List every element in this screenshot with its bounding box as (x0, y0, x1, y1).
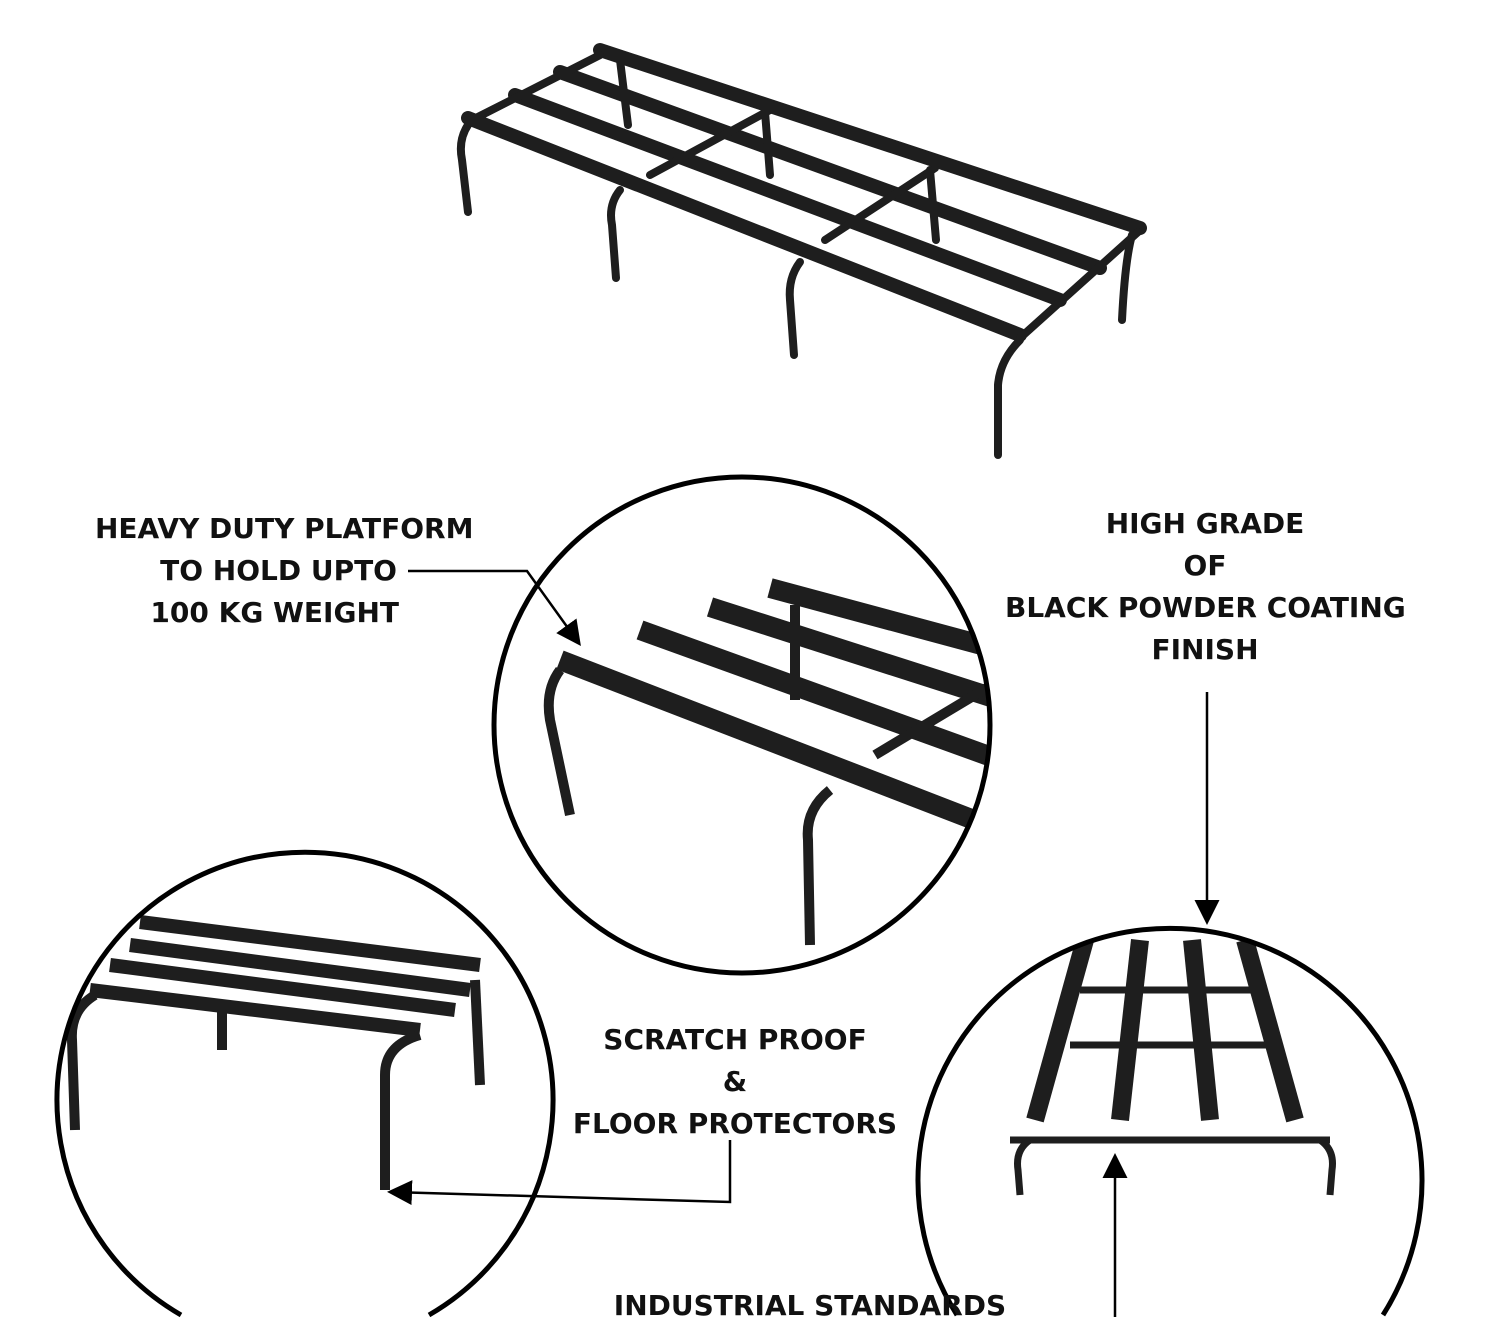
callout-line: HIGH GRADE (1105, 507, 1305, 540)
callout-line: HEAVY DUTY PLATFORM (95, 512, 474, 545)
detail-circle-platform (491, 474, 993, 976)
callout-heavy-duty: HEAVY DUTY PLATFORM TO HOLD UPTO 100 KG … (95, 508, 474, 634)
callout-scratch: SCRATCH PROOF & FLOOR PROTECTORS (560, 1019, 910, 1145)
detail-circle-top-view (915, 925, 1425, 1317)
main-rack-image (456, 43, 1147, 459)
callout-line: OF (1183, 549, 1227, 582)
callout-arrows (387, 569, 1220, 1317)
callout-line: TO HOLD UPTO (160, 554, 397, 587)
callout-line: FINISH (1151, 633, 1259, 666)
callout-line: BLACK POWDER COATING (1005, 591, 1406, 624)
callout-line: SCRATCH PROOF (603, 1023, 867, 1056)
callout-coating: HIGH GRADE OF BLACK POWDER COATING FINIS… (1005, 503, 1406, 671)
detail-circle-floor-protectors (54, 849, 556, 1318)
callout-line: FLOOR PROTECTORS (572, 1107, 898, 1140)
callout-industrial: INDUSTRIAL STANDARDS (613, 1289, 1007, 1322)
callout-line: 100 KG WEIGHT (150, 596, 399, 629)
callout-line: & (722, 1065, 748, 1098)
